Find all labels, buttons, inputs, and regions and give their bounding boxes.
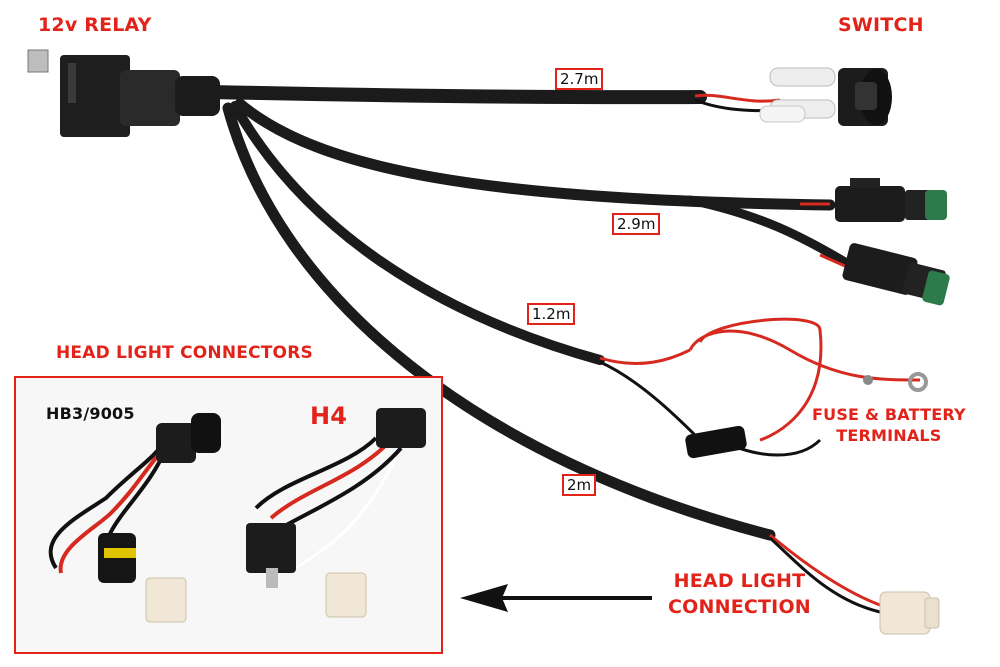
lights-cable-branch xyxy=(685,195,855,270)
headlight-connectors-label: HEAD LIGHT CONNECTORS xyxy=(56,343,313,363)
headlight-connectors-photo xyxy=(48,408,426,623)
headlight-connection-line1: HEAD LIGHT xyxy=(673,570,806,592)
switch-cable-length: 2.7m xyxy=(555,68,604,90)
lights-cable-length: 2.9m xyxy=(612,213,661,235)
cable-group xyxy=(203,85,855,541)
relay-icon xyxy=(27,49,220,137)
fuse-battery-label-line2: TERMINALS xyxy=(836,426,942,445)
deutsch-connector-bottom-icon xyxy=(819,243,950,306)
deutsch-connector-top-icon xyxy=(800,178,947,222)
fuse-battery-icon xyxy=(599,317,928,459)
fuse-battery-label: FUSE & BATTERY TERMINALS xyxy=(812,404,966,446)
fuse-battery-label-line1: FUSE & BATTERY xyxy=(812,405,966,424)
battery-cable xyxy=(230,101,605,365)
headlight-plug-icon xyxy=(768,533,940,635)
switch-icon xyxy=(694,67,892,126)
headlight-cable xyxy=(222,102,776,541)
arrow-left-icon xyxy=(460,584,652,612)
h4-label: H4 xyxy=(310,402,348,430)
switch-label: SWITCH xyxy=(838,14,924,36)
battery-cable-length: 1.2m xyxy=(527,303,576,325)
hb3-connector-icon xyxy=(48,413,221,623)
hb3-label: HB3/9005 xyxy=(46,404,135,423)
headlight-cable-length: 2m xyxy=(562,474,597,496)
h4-connector-icon xyxy=(246,408,426,618)
headlight-connection-label: HEAD LIGHT CONNECTION xyxy=(668,568,811,620)
relay-label: 12v RELAY xyxy=(38,14,152,36)
lights-cable xyxy=(234,98,836,211)
headlight-connection-line2: CONNECTION xyxy=(668,596,811,618)
switch-cable xyxy=(203,85,707,105)
headlight-connectors-panel: HB3/9005 H4 xyxy=(14,376,443,654)
